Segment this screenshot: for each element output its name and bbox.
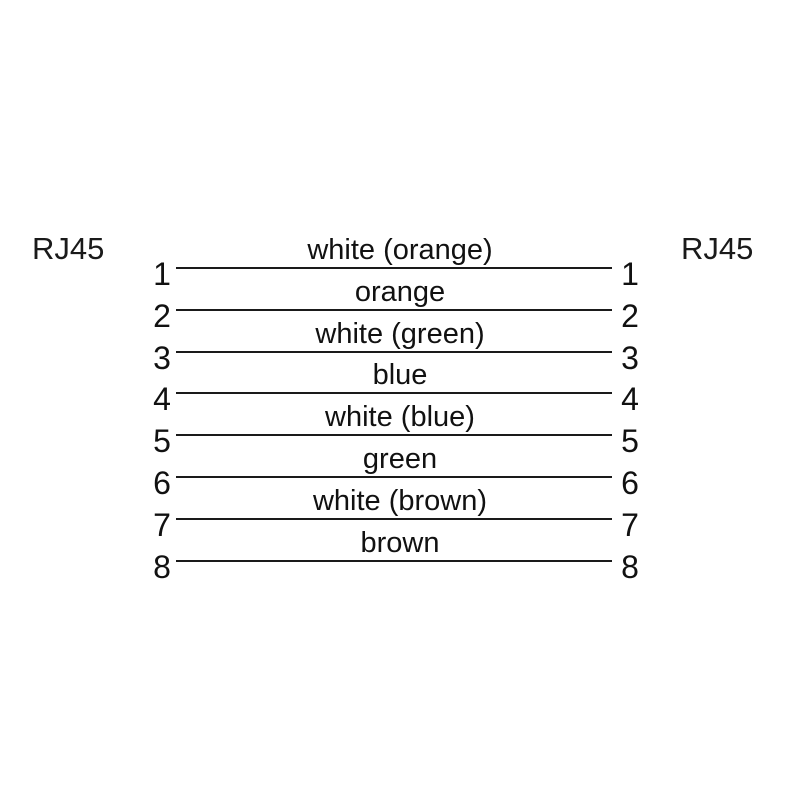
pin-number-left: 8	[153, 548, 171, 585]
wire-color-label: blue	[372, 359, 428, 392]
conductor-line	[176, 392, 612, 395]
conductor-line	[176, 308, 612, 311]
pin-number-left: 1	[153, 256, 171, 292]
connector-label-left: RJ45	[32, 231, 105, 266]
pin-number-right: 5	[621, 423, 639, 460]
conductor-line	[176, 559, 612, 562]
pin-number-left: 3	[153, 339, 171, 376]
pin-number-left: 5	[153, 423, 171, 460]
pin-number-left: 2	[153, 297, 171, 334]
wire-color-label: white (brown)	[312, 484, 488, 517]
pin-number-right: 6	[621, 465, 639, 501]
wire-color-label: white (orange)	[307, 234, 493, 266]
pin-number-right: 7	[621, 506, 639, 543]
pin-number-right: 8	[621, 548, 639, 585]
conductor-line	[176, 434, 612, 437]
conductor-line	[176, 267, 612, 269]
wire-color-label: orange	[354, 275, 446, 308]
wire-color-label: white (green)	[315, 317, 485, 350]
conductor-line	[176, 517, 612, 520]
pin-number-right: 4	[621, 381, 639, 418]
pin-number-right: 1	[621, 256, 639, 292]
connector-label-right: RJ45	[681, 231, 754, 266]
pin-number-left: 6	[153, 465, 171, 501]
pin-number-right: 2	[621, 297, 639, 334]
pin-number-left: 7	[153, 506, 171, 543]
pin-number-right: 3	[621, 339, 639, 376]
wire-color-label: brown	[360, 526, 440, 559]
pin-number-left: 4	[153, 381, 171, 418]
wire-color-label: white (blue)	[325, 401, 475, 434]
conductor-line	[176, 476, 612, 478]
conductor-line	[176, 350, 612, 353]
wire-color-label: green	[362, 443, 438, 475]
